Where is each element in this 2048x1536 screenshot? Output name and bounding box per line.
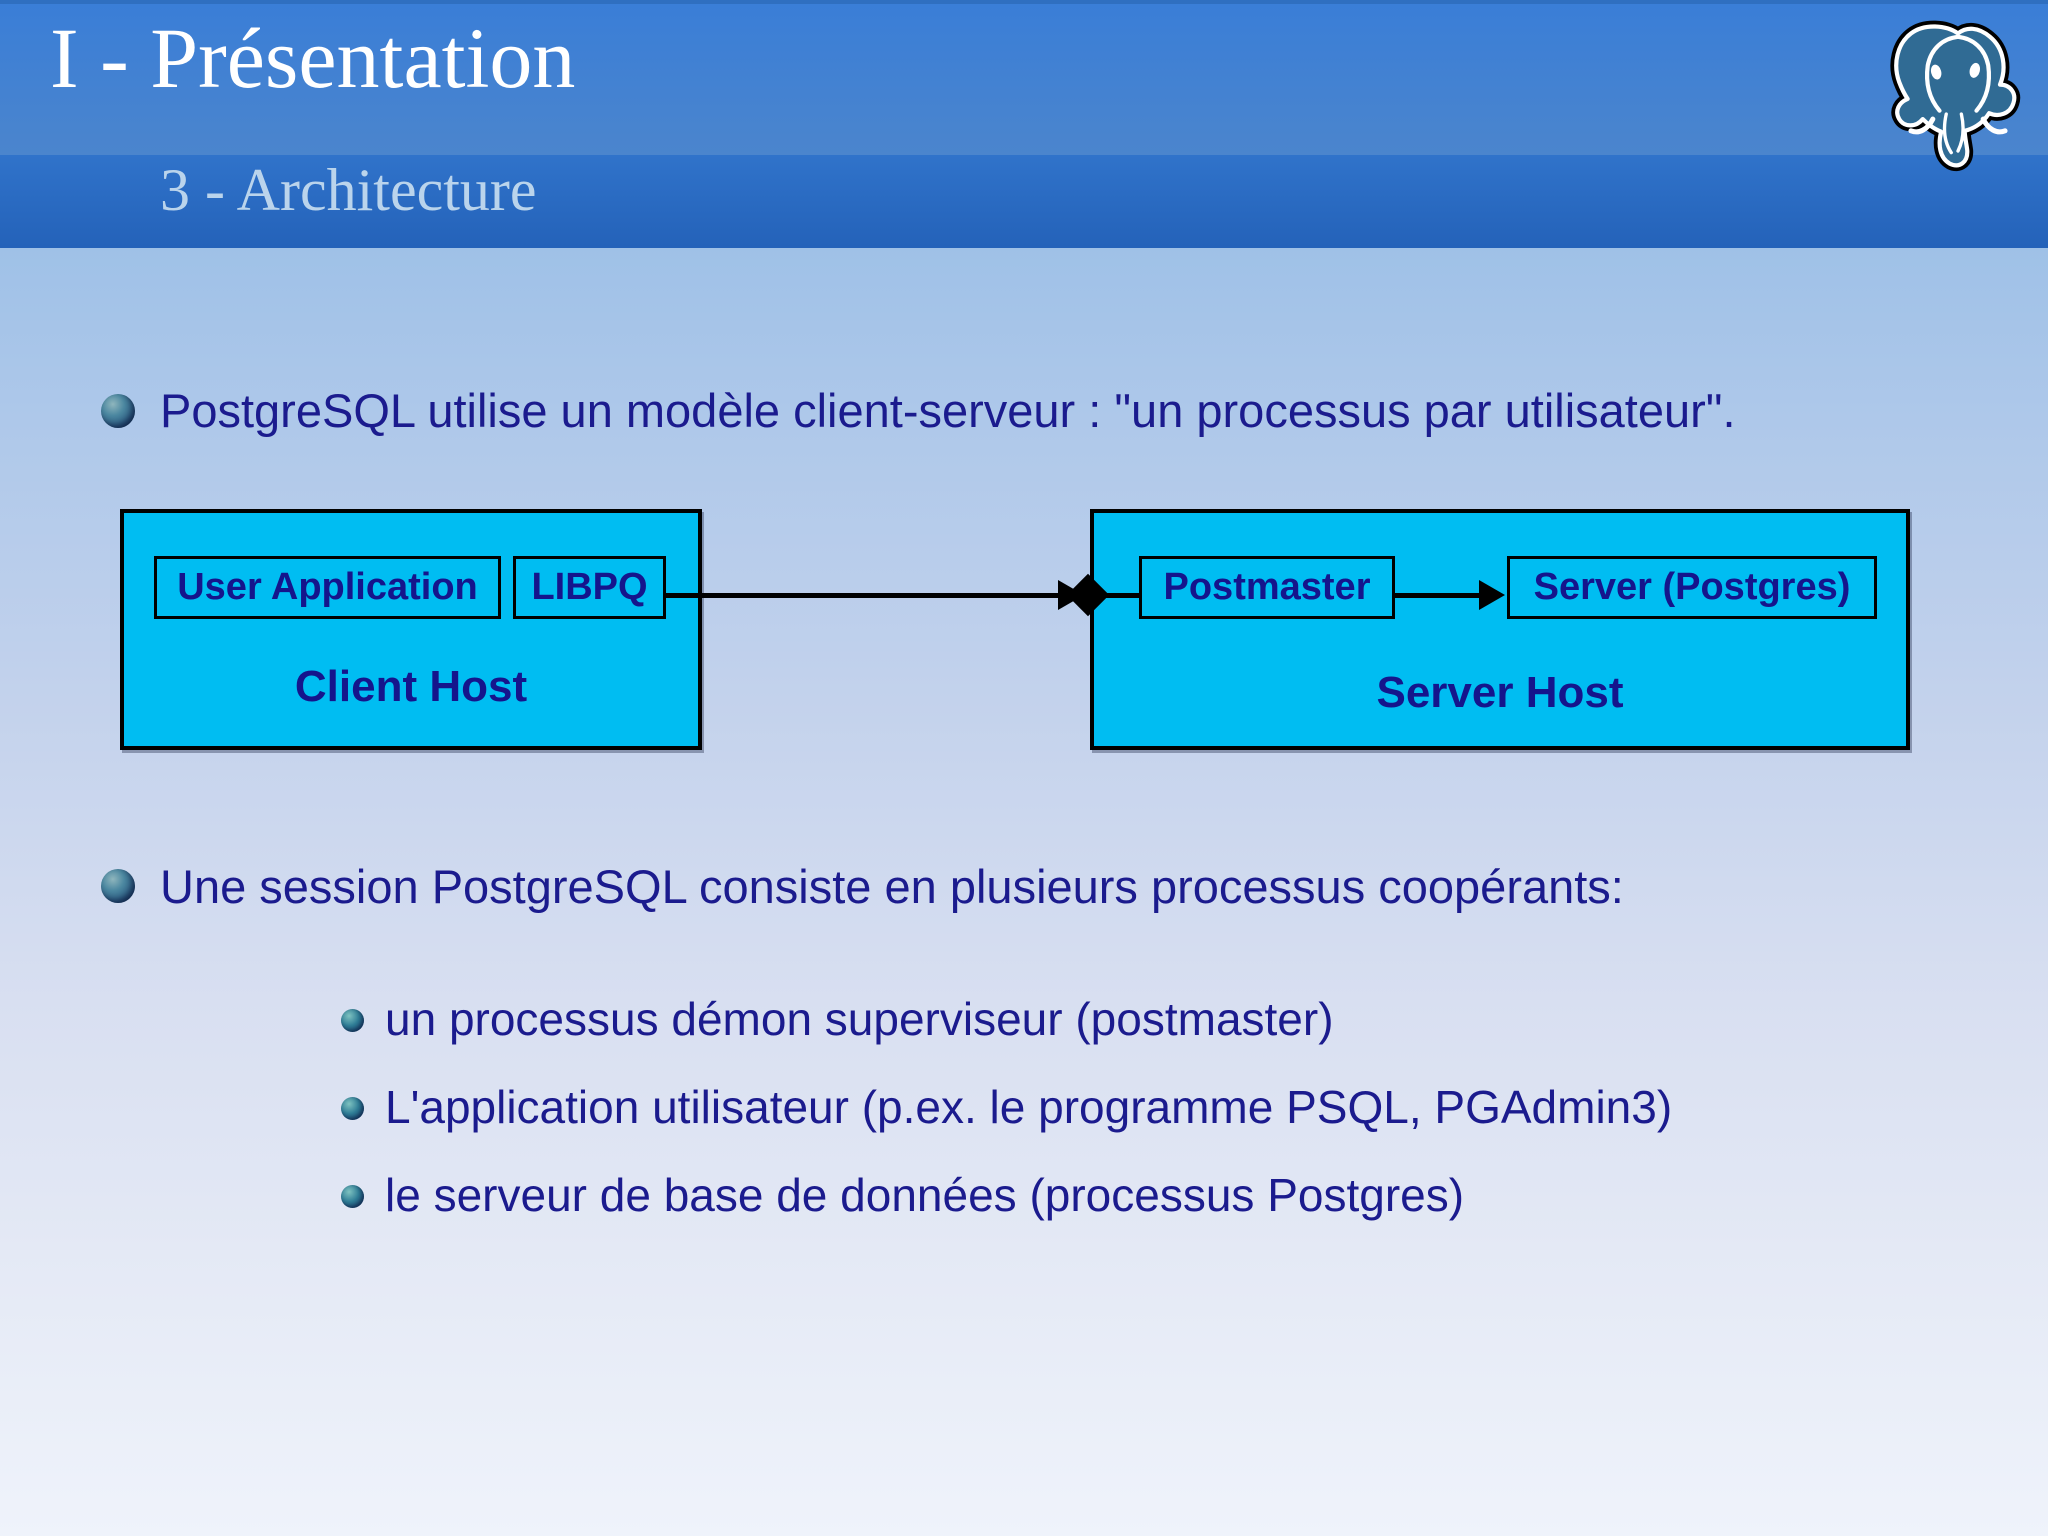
header-band-primary — [0, 0, 2048, 155]
server-postgres-label: Server (Postgres) — [1533, 566, 1851, 608]
connector-line-libpq-to-postmaster — [666, 593, 1060, 598]
postgresql-elephant-logo — [1874, 20, 2042, 198]
client-host-label: Client Host — [294, 662, 528, 711]
server-postgres-box: Server (Postgres) — [1507, 556, 1877, 619]
header-band-secondary — [0, 155, 2048, 248]
bullet-sphere-icon — [101, 869, 135, 903]
page-title: I - Présentation — [50, 10, 576, 106]
user-application-label: User Application — [177, 566, 478, 608]
libpq-label: LIBPQ — [531, 566, 648, 608]
sub-bullet-postmaster-daemon: un processus démon superviseur (postmast… — [385, 993, 1334, 1045]
server-host-box — [1090, 509, 1910, 750]
connector-line-diamond-to-postmaster — [1103, 593, 1139, 598]
sub-bullet-sphere-icon — [341, 1185, 364, 1208]
user-application-box: User Application — [154, 556, 501, 619]
client-host-box — [120, 509, 702, 750]
sub-bullet-sphere-icon — [341, 1097, 364, 1120]
libpq-box: LIBPQ — [513, 556, 666, 619]
page-subtitle: 3 - Architecture — [160, 157, 537, 223]
bullet-text-session-processes: Une session PostgreSQL consiste en plusi… — [160, 860, 1624, 913]
sub-bullet-sphere-icon — [341, 1009, 364, 1032]
elephant-icon — [1890, 20, 2021, 172]
server-host-label: Server Host — [1376, 668, 1624, 717]
connector-arrowhead-icon — [1479, 580, 1505, 610]
bullet-text-client-server-model: PostgreSQL utilise un modèle client-serv… — [160, 384, 1736, 437]
postmaster-box: Postmaster — [1139, 556, 1395, 619]
connector-line-postmaster-to-server — [1395, 593, 1481, 598]
sub-bullet-database-server: le serveur de base de données (processus… — [385, 1169, 1465, 1221]
bullet-sphere-icon — [101, 394, 135, 428]
sub-bullet-user-application: L'application utilisateur (p.ex. le prog… — [385, 1081, 1673, 1133]
postmaster-label: Postmaster — [1163, 566, 1371, 608]
